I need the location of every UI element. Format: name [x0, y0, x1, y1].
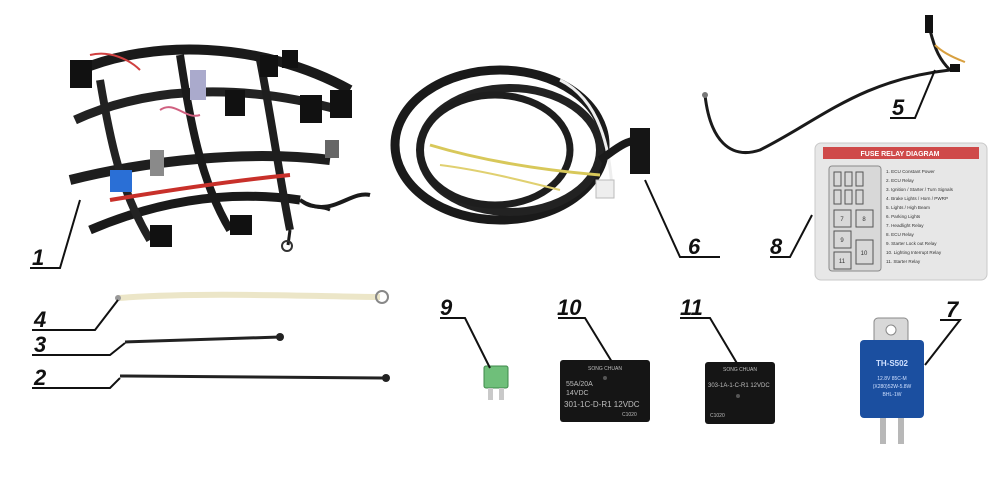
flasher-relay	[860, 317, 924, 444]
fuse-relay-diagram	[814, 142, 988, 281]
ignition-lead-cable	[702, 15, 966, 155]
legend-item: 5. Lights / High Beam	[886, 205, 930, 210]
loop-wiring-harness	[390, 65, 650, 225]
slot-label: 10	[861, 251, 868, 257]
slot-label: 7	[840, 217, 844, 223]
callout-number: 11	[680, 295, 703, 320]
cable-tie-short	[124, 333, 284, 344]
callout-number: 5	[892, 95, 905, 120]
relay-voltage: 14VDC	[566, 390, 589, 397]
flasher-spec: 12.8V 85C-M	[877, 376, 906, 382]
callout-number: 1	[32, 245, 45, 270]
diagram-title: FUSE RELAY DIAGRAM	[861, 151, 940, 158]
legend-item: 1. ECU Constant Power	[886, 169, 935, 174]
callout-number: 2	[34, 365, 47, 390]
legend-item: 4. Brake Lights / Horn / PWRP	[886, 196, 948, 201]
callout-number: 10	[557, 295, 582, 320]
legend-item: 7. Headlight Relay	[886, 223, 924, 228]
legend-item: 8. ECU Relay	[886, 232, 915, 237]
flasher-model: TH-S502	[876, 359, 909, 368]
callout-number: 8	[770, 234, 783, 259]
flasher-spec: BHL-1W	[883, 392, 902, 398]
callout-number: 7	[946, 297, 959, 322]
relay-10-markings: SONG CHUAN 55A/20A 14VDC 301-1C-D-R1 12V…	[564, 366, 640, 418]
legend-item: 9. Starter Lock out Relay	[886, 241, 937, 246]
main-wiring-harness	[68, 44, 371, 252]
flasher-markings: TH-S502 12.8V 85C-M (X280)52W-5.8W BHL-1…	[873, 359, 912, 398]
legend-item: 6. Parking Lights	[886, 214, 921, 219]
legend-item: 2. ECU Relay	[886, 178, 915, 183]
cable-tie-long	[119, 374, 390, 382]
callout-number: 6	[688, 234, 701, 259]
diagram-legend: 1. ECU Constant Power 2. ECU Relay 3. Ig…	[886, 169, 954, 264]
diagram-slot-labels: 7 8 9 10 11	[839, 217, 868, 265]
relay-11-markings: SONG CHUAN 303-1A-1-C-R1 12VDC C1020	[708, 367, 770, 419]
slot-label: 9	[840, 238, 844, 244]
relay-10	[560, 360, 650, 422]
relay-code: C1020	[622, 412, 637, 418]
relay-brand: SONG CHUAN	[723, 367, 757, 373]
legend-item: 11. Starter Relay	[886, 259, 921, 264]
relay-rating: 55A/20A	[566, 381, 593, 388]
legend-item: 10. Lighting Interrupt Relay	[886, 250, 942, 255]
relay-brand: SONG CHUAN	[588, 366, 622, 372]
relay-model: 301-1C-D-R1 12VDC	[564, 400, 640, 409]
mini-blade-fuse	[483, 365, 509, 400]
flasher-spec: (X280)52W-5.8W	[873, 384, 912, 390]
relay-model: 303-1A-1-C-R1 12VDC	[708, 383, 770, 389]
legend-item: 3. Ignition / Starter / Turn Signals	[886, 187, 954, 192]
callout-number: 3	[34, 332, 47, 357]
slot-label: 8	[862, 217, 866, 223]
ground-strap	[115, 290, 389, 304]
callout-leaders	[30, 69, 963, 389]
slot-label: 11	[839, 259, 846, 265]
callout-number: 9	[440, 295, 453, 320]
relay-code: C1020	[710, 413, 725, 419]
relay-11	[705, 362, 775, 424]
callout-number: 4	[34, 307, 47, 332]
